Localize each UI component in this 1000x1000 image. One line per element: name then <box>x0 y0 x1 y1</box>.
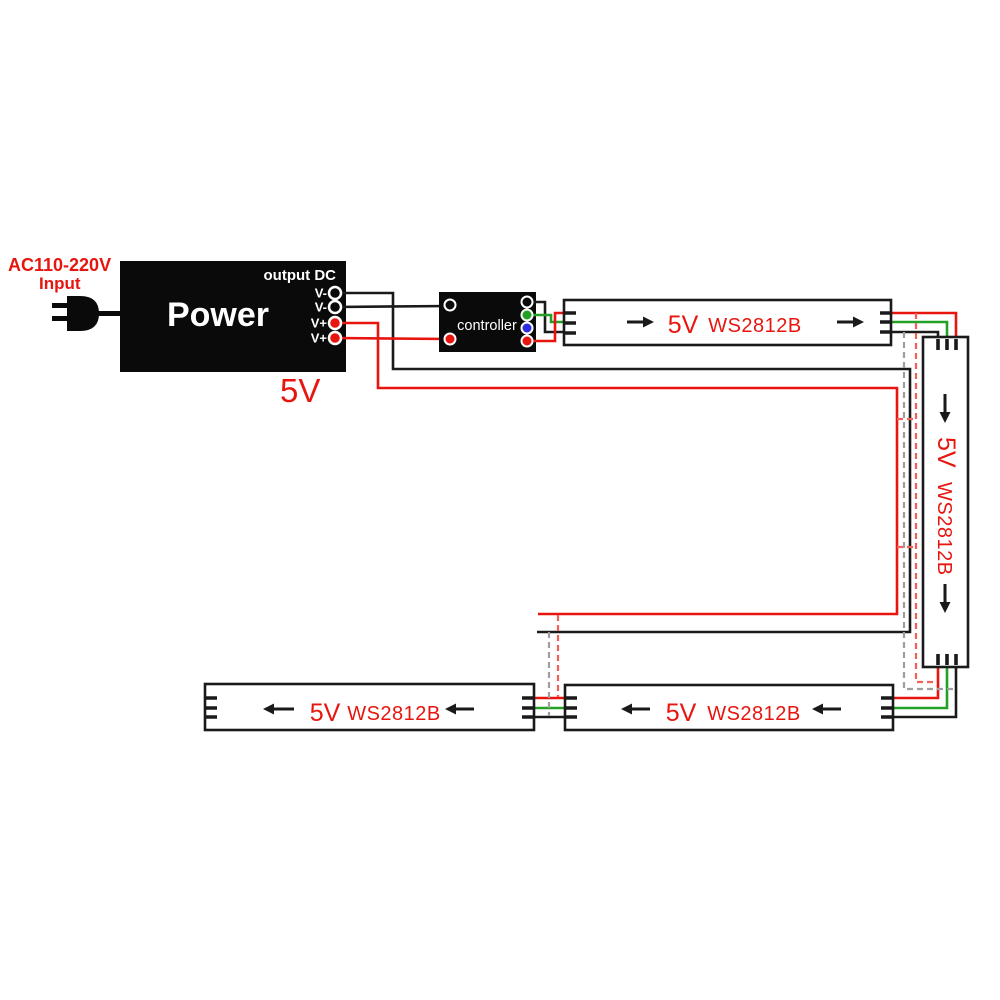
wire-strip2-strip3-gnd <box>892 664 958 719</box>
controller-terminal-in-vminus <box>443 298 457 312</box>
flow-arrow-down-2 <box>939 584 951 613</box>
output-dc-label: output DC <box>264 267 337 284</box>
strip-right-voltage: 5V <box>932 437 960 468</box>
strip-top-voltage: 5V <box>668 311 699 339</box>
controller-terminal-out-red <box>520 334 534 348</box>
terminal-label-vminus-2: V- <box>315 300 327 315</box>
injection-dash-vplus-right <box>914 313 937 684</box>
ac-input-label-line2: Input <box>39 274 81 293</box>
power-voltage-label: 5V <box>280 372 320 409</box>
strip-bottom-left-voltage: 5V <box>310 699 341 727</box>
strip-bottom-right-voltage: 5V <box>666 699 697 727</box>
strip-top-chip: WS2812B <box>708 315 802 337</box>
wire-strip2-strip3-vplus <box>892 664 940 700</box>
wire-strip1-strip2-vplus <box>890 311 958 340</box>
wire-strip2-strip3-data <box>892 664 949 710</box>
strip-right-chip: WS2812B <box>933 482 955 576</box>
led-strip-bottom-left-pins <box>206 696 533 719</box>
flow-arrow-left-3 <box>263 703 294 715</box>
led-strip-right-pins <box>936 339 958 665</box>
controller-terminal-out-blue <box>520 321 534 335</box>
power-supply-label: Power <box>167 296 269 334</box>
power-terminal-vplus-1 <box>327 315 343 331</box>
wire-vminus-feed <box>335 291 912 634</box>
power-supply-box <box>120 261 346 372</box>
flow-arrow-down-1 <box>939 394 951 423</box>
strip-right-label-group: 5V WS2812B <box>932 437 960 576</box>
flow-arrow-right-1 <box>627 316 654 328</box>
controller-label: controller <box>457 318 517 334</box>
flow-arrow-left-1 <box>621 703 650 715</box>
flow-arrow-left-4 <box>445 703 474 715</box>
led-strip-bottom-left <box>203 682 536 732</box>
injection-dash-gnd-right <box>902 332 954 691</box>
ac-input-label-line1: AC110-220V <box>8 255 111 275</box>
terminal-label-vminus-1: V- <box>315 286 327 301</box>
terminal-label-vplus-1: V+ <box>311 316 328 331</box>
strip-bottom-left-chip: WS2812B <box>347 703 441 725</box>
controller-terminal-in-vplus <box>443 332 457 346</box>
led-strip-bottom-right-pins <box>566 696 892 719</box>
flow-arrow-left-2 <box>812 703 841 715</box>
wire-vminus-to-controller <box>334 304 451 309</box>
power-terminal-vminus-1 <box>327 285 343 301</box>
power-plug-icon <box>52 296 123 331</box>
led-strip-top-pins <box>565 311 891 335</box>
power-terminal-vminus-2 <box>327 299 343 315</box>
wire-vplus-feed <box>335 321 899 616</box>
flow-arrow-right-2 <box>837 316 864 328</box>
power-terminal-vplus-2 <box>327 330 343 346</box>
controller-terminal-out-green <box>520 308 534 322</box>
wire-vplus-to-controller <box>334 336 451 341</box>
wire-controller-data-strip1 <box>527 313 566 324</box>
wire-controller-vplus-strip1 <box>527 311 566 343</box>
controller-terminal-out-gnd <box>520 295 534 309</box>
terminal-label-vplus-2: V+ <box>311 331 328 346</box>
strip-bottom-right-chip: WS2812B <box>707 703 801 725</box>
wire-strip1-strip2-data <box>890 320 949 340</box>
